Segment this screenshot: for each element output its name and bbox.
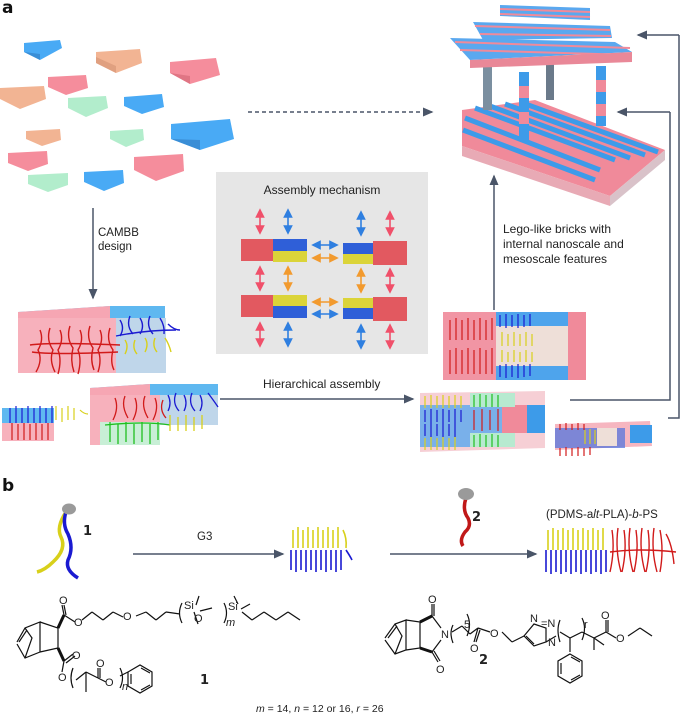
assembly-mechanism-title: Assembly mechanism <box>263 183 381 197</box>
lego-brick-upper <box>443 312 586 380</box>
product-label-italic: b <box>632 509 639 521</box>
lego-label-line2: internal nanoscale and <box>503 237 624 251</box>
brick-pink <box>8 151 48 171</box>
footnote-variables: m = 14, n = 12 or 16, r = 26 <box>256 702 384 716</box>
brick-mint <box>110 129 144 147</box>
lego-brick-lower-right <box>555 421 652 456</box>
brick-pink <box>134 154 184 181</box>
compound-1-label: 1 <box>83 524 93 539</box>
brick-blue <box>124 94 164 114</box>
panel-b-label: b <box>2 476 15 496</box>
brick-pink <box>48 75 88 95</box>
var-m: m <box>256 703 265 715</box>
product-label: (PDMS-alt-PLA)-b-PS <box>546 508 658 522</box>
assembly-mechanism-box <box>216 172 428 354</box>
var-n-value: = 12 or 16, <box>300 703 357 715</box>
cambb-label-line2: design <box>98 241 132 253</box>
product-label-italic: lt <box>593 509 600 521</box>
structure-1-label: 1 <box>200 673 210 688</box>
var-r-value: = 26 <box>359 703 384 715</box>
brick-pink <box>170 58 220 84</box>
brick-blue-large <box>171 119 234 150</box>
lego-structure <box>450 5 665 206</box>
lego-label-line1: Lego-like bricks with <box>503 222 612 236</box>
var-r: r <box>356 703 360 715</box>
brick-peach <box>0 86 46 109</box>
product-label-part: (PDMS-a <box>546 509 594 521</box>
panel-a-label: a <box>2 0 14 18</box>
brick-blue <box>84 170 124 191</box>
var-n: n <box>294 703 301 715</box>
compound-2-label: 2 <box>472 510 482 525</box>
lego-label-line3: mesoscale features <box>503 252 608 266</box>
feedback-arrow-mid <box>570 112 671 401</box>
structure-2-label: 2 <box>479 653 489 668</box>
cambb-design-label: CAMBB design <box>98 226 139 254</box>
cambb-brick-medium <box>90 384 219 445</box>
product-label-part: -PLA)- <box>599 509 633 521</box>
cambb-brick-large <box>18 306 181 375</box>
brick-mint <box>28 173 68 192</box>
lego-brick-lower-left <box>420 391 545 452</box>
var-m-value: = 14, <box>264 703 295 715</box>
brick-peach <box>26 129 61 146</box>
scattered-bricks <box>0 40 234 192</box>
brick-blue <box>24 40 62 60</box>
cambb-brick-small <box>2 406 89 441</box>
hierarchical-assembly-label: Hierarchical assembly <box>263 377 381 391</box>
cambb-label-line1: CAMBB <box>98 227 139 239</box>
lego-bricks-label: Lego-like bricks with internal nanoscale… <box>503 222 624 267</box>
brick-mint <box>68 96 108 117</box>
product-label-part: -PS <box>638 509 658 521</box>
feedback-arrow-top <box>668 35 680 419</box>
g3-catalyst-label: G3 <box>197 531 213 543</box>
brick-peach <box>96 49 142 73</box>
